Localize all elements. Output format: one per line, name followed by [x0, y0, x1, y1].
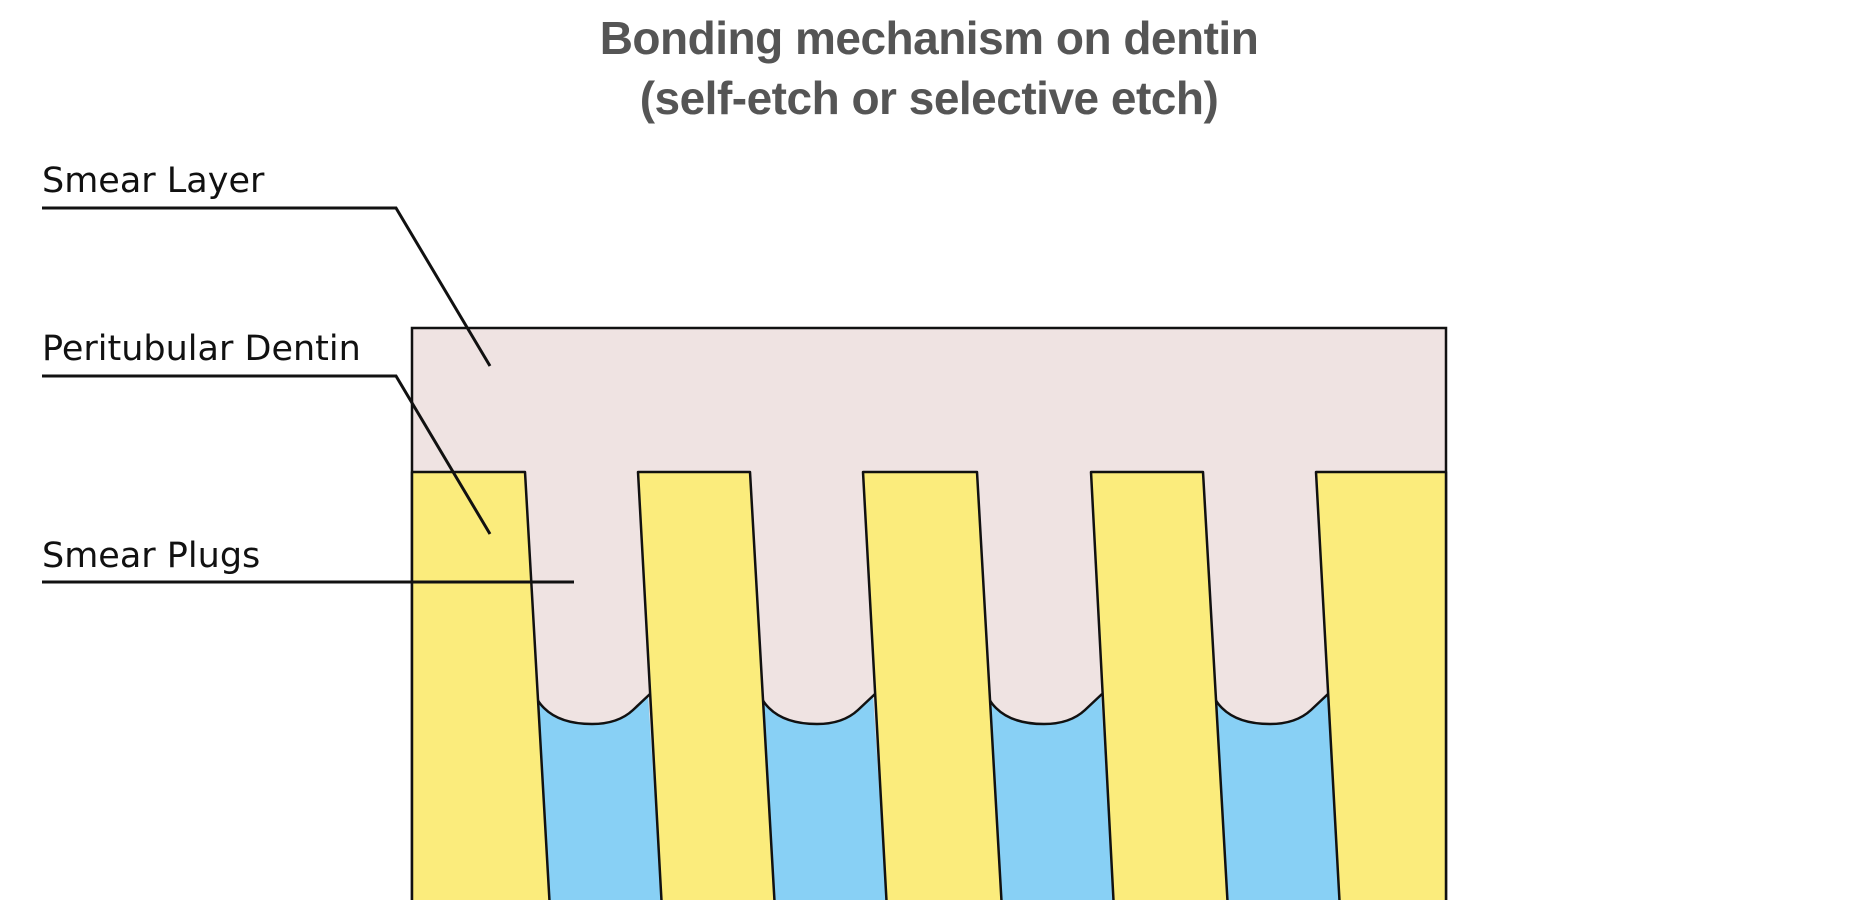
title-line-2: (self-etch or selective etch) [639, 72, 1219, 124]
smear-layer-leader [42, 206, 492, 367]
dentin-column-1 [410, 470, 551, 900]
dentin-column-4 [1089, 470, 1229, 900]
smear-plugs-label: Smear Plugs [42, 536, 261, 576]
smear-plug-3 [988, 690, 1102, 724]
diagram-title: Bonding mechanism on dentin (self-etch o… [0, 8, 1858, 128]
dentin-column-3 [861, 470, 1003, 900]
tubule-fluid-1 [537, 694, 662, 900]
peritubular-dentin-label: Peritubular Dentin [42, 329, 361, 369]
smear-plug-2 [761, 690, 875, 724]
tubule-fluid-2 [762, 694, 887, 900]
title-line-1: Bonding mechanism on dentin [599, 12, 1259, 64]
smear-plug-4 [1214, 690, 1328, 724]
peritubular-dentin-leader [42, 374, 492, 535]
smear-layer-label: Smear Layer [42, 161, 265, 201]
dentin-column-2 [636, 470, 776, 900]
smear-plug-1 [536, 690, 650, 724]
dentin-column-5 [1314, 470, 1448, 900]
tubule-fluid-3 [989, 694, 1114, 900]
tubule-fluid-4 [1215, 694, 1340, 900]
